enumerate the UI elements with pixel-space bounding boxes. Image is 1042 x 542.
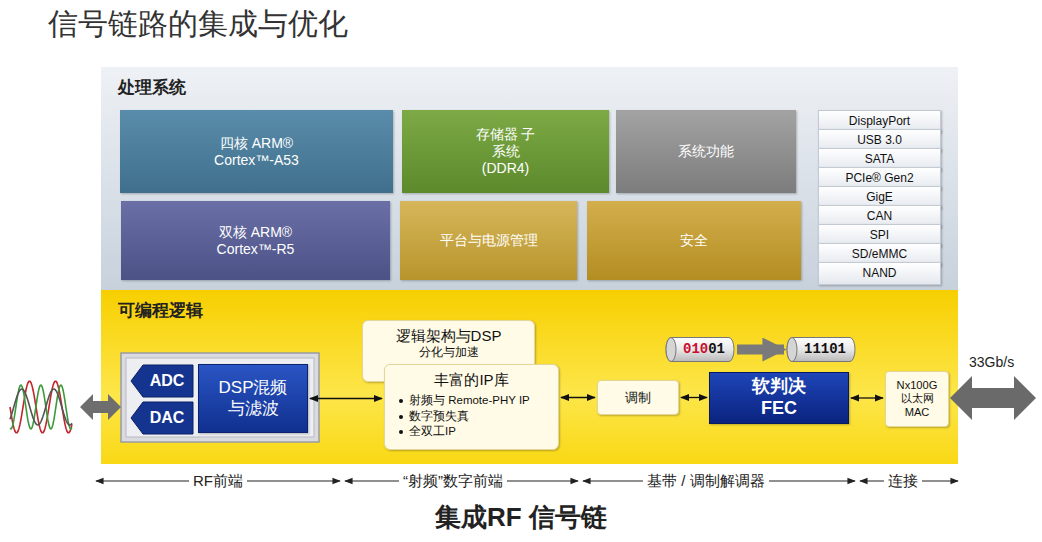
box-label: 平台与电源管理 [440, 232, 538, 249]
adc-dsp-frame [121, 353, 319, 442]
box-label: 逻辑架构与DSP [396, 327, 502, 345]
box-label: 系统功能 [678, 143, 734, 160]
box-label: NAND [862, 266, 896, 280]
box-label: SPI [870, 228, 889, 242]
bullet-item: 射频与 Remote-PHY IP [397, 393, 530, 409]
box-label: 双核 ARM® Cortex™-R5 [206, 224, 306, 258]
rf-waveform [10, 381, 72, 433]
bit-digit: 1 [838, 341, 846, 357]
block-box: 调制 [597, 380, 679, 415]
panel-heading: 可编程逻辑 [118, 299, 203, 322]
bit-digit: 1 [812, 341, 820, 357]
pl-panel-ground [101, 290, 958, 464]
box-label: Nx100G 以太网 MAC [890, 379, 944, 419]
box-label: DisplayPort [849, 114, 910, 128]
wave-stroke [10, 381, 72, 433]
box-label: DSP混频 与滤波 [211, 378, 295, 419]
system-panel: 处理系统四核 ARM® Cortex™-A53 存储器 子系统 (DDR4) 系统功… [101, 67, 958, 290]
box-label: 11101 [804, 341, 846, 358]
adc-dsp-frame-inner [126, 358, 314, 437]
bidirectional-link [681, 397, 707, 398]
bullet-item: 数字预失真 [397, 409, 469, 425]
system-panel: 可编程逻辑 ADC DAC DSP混频 与滤波 逻辑架构与DSP分化与加速丰富的IP库射… [101, 290, 958, 464]
box-label: CAN [867, 209, 892, 223]
wave-stroke [10, 389, 72, 425]
bullet-item: 全双工IP [397, 424, 456, 440]
block-box: 安全 [587, 201, 801, 280]
page-title: 信号链路的集成与优化 [48, 4, 348, 45]
block-box: 平台与电源管理 [400, 201, 577, 280]
bit-digit: 1 [717, 341, 725, 357]
bit-digit: 0 [829, 341, 837, 357]
section-label: RF前端 [189, 472, 247, 491]
bidirectional-link [851, 397, 883, 398]
bit-digit: 0 [700, 341, 708, 357]
data-rate-label: 33Gb/s [965, 354, 1018, 370]
block-box: 系统功能 [616, 110, 796, 193]
ps-panel-ground [101, 67, 958, 290]
link-double-arrow [950, 376, 1036, 420]
section-label: 连接 [884, 472, 922, 491]
block-box: DAC [131, 402, 193, 434]
block-box: DSP混频 与滤波 [198, 364, 308, 433]
bit-digit: 1 [691, 341, 699, 357]
block-box: 丰富的IP库射频与 Remote-PHY IP数字预失真全双工IP [384, 364, 559, 450]
bit-cylinder: 11101 [786, 337, 856, 362]
section-label: “射频”数字前端 [399, 472, 507, 491]
block-box: 存储器 子系统 (DDR4) [402, 110, 609, 193]
flow-arrow [737, 345, 784, 355]
block-box: 软判决 FEC [709, 372, 849, 424]
box-label: ADC [150, 371, 185, 390]
box-sublabel: 分化与加速 [419, 345, 479, 359]
panel-heading: 处理系统 [118, 76, 186, 99]
section-label: 基带 / 调制解调器 [643, 472, 769, 491]
block-box: 四核 ARM® Cortex™-A53 [120, 110, 393, 193]
bit-digit: 1 [804, 341, 812, 357]
block-box: ADC [131, 365, 193, 397]
box-label: 01001 [683, 341, 725, 358]
figure-caption: 集成RF 信号链 [0, 500, 1042, 535]
bit-cylinder: 01001 [665, 337, 735, 362]
box-label: DAC [150, 408, 185, 427]
bit-digit: 1 [821, 341, 829, 357]
box-label: 调制 [625, 390, 651, 406]
box-label: 四核 ARM® Cortex™-A53 [207, 135, 307, 169]
block-box: Nx100G 以太网 MAC [885, 371, 949, 427]
box-label: SATA [865, 152, 895, 166]
box-label: SD/eMMC [852, 247, 907, 261]
bit-digit: 0 [683, 341, 691, 357]
bidirectional-link [310, 398, 382, 399]
bidirectional-link [561, 397, 595, 398]
box-label: GigE [866, 190, 893, 204]
wave-stroke [10, 385, 72, 429]
box-label: 存储器 子系统 (DDR4) [475, 126, 537, 176]
box-label: USB 3.0 [857, 133, 902, 147]
box-label: PCIe® Gen2 [845, 171, 913, 185]
rf-double-arrow [80, 394, 121, 420]
bit-digit: 0 [708, 341, 716, 357]
box-heading: 丰富的IP库 [434, 371, 508, 389]
box-label: 安全 [680, 232, 708, 249]
block-box: NAND [818, 262, 941, 285]
block-box: 双核 ARM® Cortex™-R5 [121, 201, 390, 280]
box-label: 软判决 FEC [744, 376, 814, 419]
